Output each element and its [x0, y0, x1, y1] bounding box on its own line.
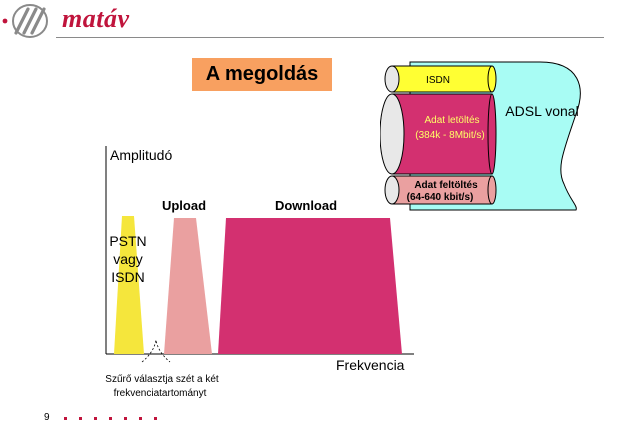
upload-rate-label: Adat feltöltés: [414, 180, 478, 191]
download-rate-value: (384k - 8Mbit/s): [415, 130, 484, 141]
upload-channel: [384, 175, 497, 205]
adsl-cable-diagram: ISDN Adat letöltés (384k - 8Mbit/s) Adat…: [380, 61, 581, 211]
matav-logo: matáv: [0, 0, 140, 42]
download-channel: [380, 93, 497, 175]
filter-note-line2: frekvenciatartományt: [114, 388, 207, 399]
filter-note-line1: Szűrő választja szét a két: [105, 374, 219, 385]
download-rate-label: Adat letöltés: [424, 115, 479, 126]
upload-band-label: Upload: [162, 198, 206, 213]
pstn-or-label: vagy: [113, 251, 143, 267]
download-band: [218, 218, 402, 354]
download-band-label: Download: [275, 198, 337, 213]
page-number: 9: [44, 412, 50, 423]
upload-band: [164, 218, 212, 354]
isdn-label: ISDN: [426, 75, 450, 86]
y-axis-label: Amplitudó: [110, 147, 172, 163]
pstn-isdn-label: ISDN: [111, 269, 144, 285]
logo-emblem-icon: [2, 4, 48, 38]
filter-bracket: [141, 339, 171, 363]
pstn-band: [114, 216, 144, 354]
upload-rate-value: (64-640 kbit/s): [407, 192, 474, 203]
logo-text: matáv: [62, 4, 130, 33]
pstn-label: PSTN: [109, 233, 146, 249]
header-divider: [56, 37, 604, 38]
frequency-spectrum-diagram: Amplitudó Frekvencia PSTN vagy ISDN Uplo…: [105, 146, 414, 399]
adsl-line-label: ADSL vonal: [505, 103, 578, 119]
x-axis-label: Frekvencia: [336, 357, 405, 373]
isdn-channel: [384, 65, 497, 93]
slide-title: A megoldás: [192, 58, 332, 91]
footer-dots-decoration: [64, 417, 157, 420]
